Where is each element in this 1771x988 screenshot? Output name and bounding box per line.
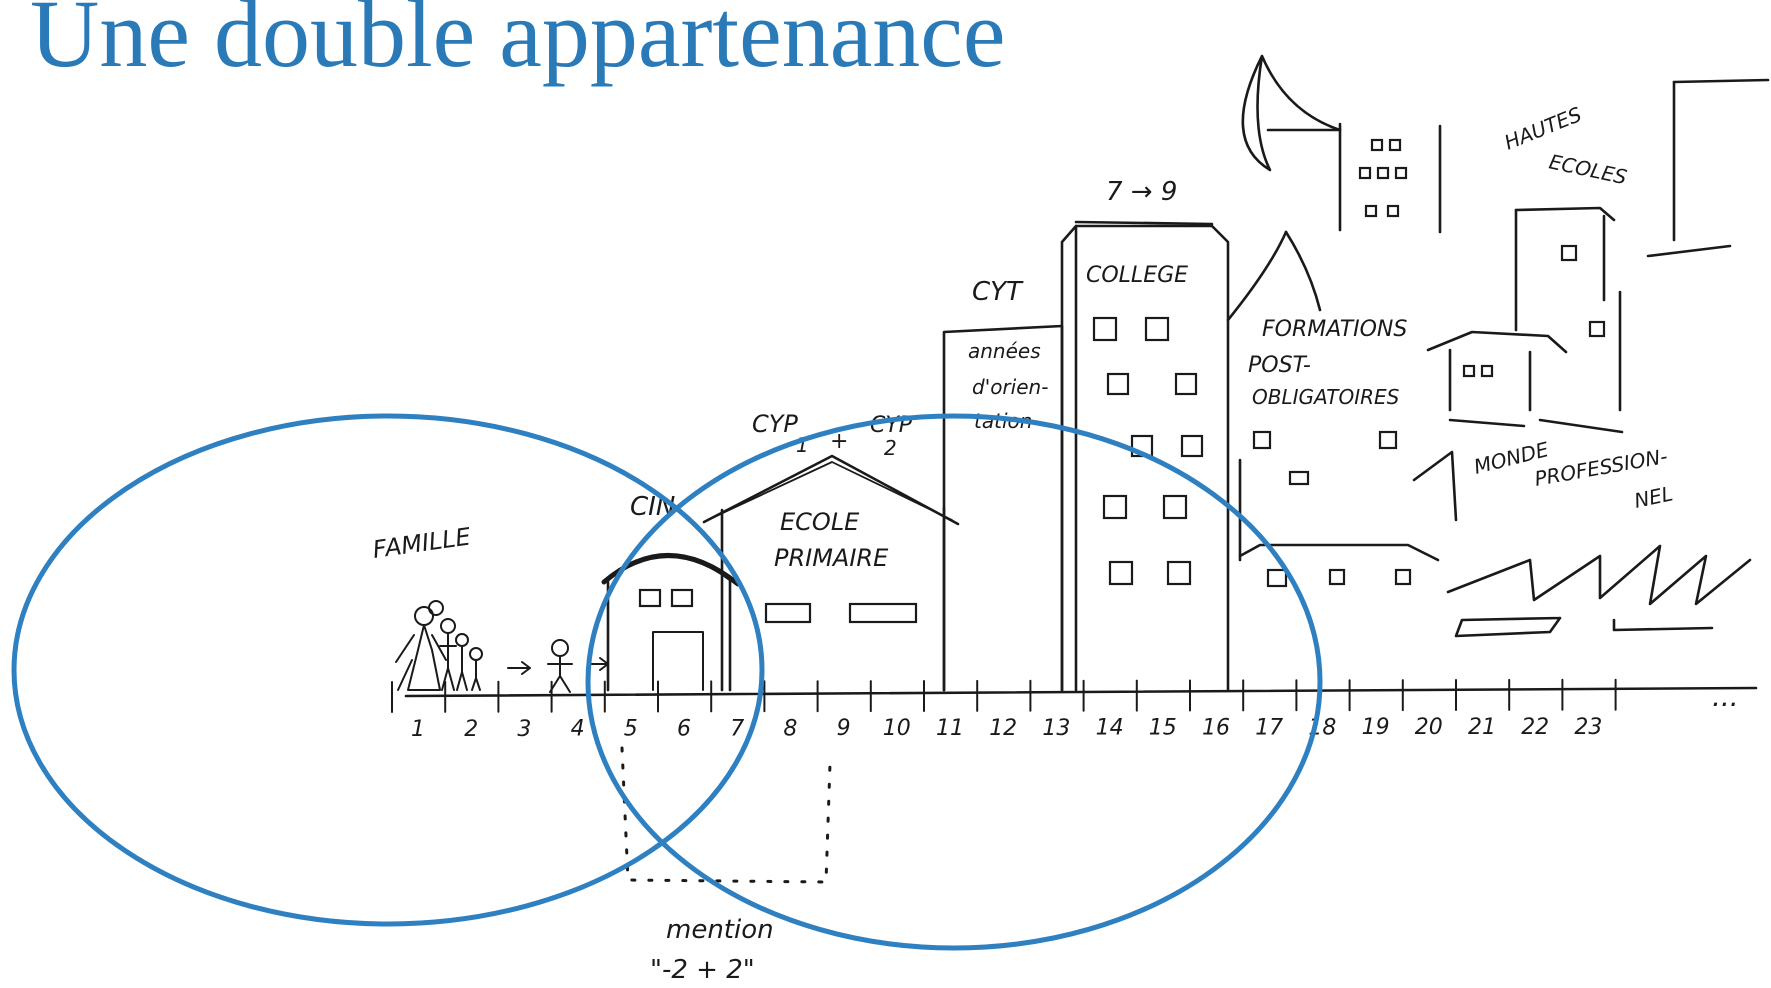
- timeline-tick-label: 20: [1415, 715, 1443, 740]
- timeline-tick-label: 7: [730, 716, 744, 741]
- timeline-tick-label: 6: [677, 717, 691, 742]
- kindergarten-building: [604, 555, 738, 690]
- label-ecoles: ECOLES: [1547, 149, 1629, 189]
- label-mention-value: "-2 + 2": [650, 955, 755, 985]
- timeline-ellipsis: ...: [1712, 680, 1739, 713]
- label-cyp: CYP: [752, 410, 798, 438]
- label-nel: NEL: [1632, 481, 1675, 513]
- timeline-tick-label: 13: [1042, 716, 1070, 741]
- timeline-tick-label: 17: [1255, 715, 1283, 740]
- factories-buildings: [1414, 420, 1750, 636]
- label-hautes: HAUTES: [1501, 102, 1585, 155]
- timeline-tick-label: 5: [624, 717, 638, 742]
- label-obligatoires: OBLIGATOIRES: [1252, 385, 1400, 409]
- timeline-tick-label: 11: [936, 716, 964, 741]
- label-famille: FAMILLE: [371, 522, 473, 564]
- timeline-tick-label: 10: [883, 716, 911, 741]
- timeline-tick-label: 19: [1362, 715, 1390, 740]
- primary-school-building: [704, 456, 958, 690]
- timeline-tick-label: 2: [464, 717, 478, 742]
- label-cyt: CYT: [972, 277, 1024, 307]
- family-figures-icon: [396, 601, 482, 690]
- timeline-tick-label: 16: [1202, 716, 1230, 741]
- timeline-tick-label: 12: [989, 716, 1017, 741]
- timeline-tick-label: 22: [1521, 715, 1549, 740]
- timeline-tick-label: 1: [411, 717, 425, 742]
- universities-buildings: [1428, 80, 1768, 410]
- label-annees: années: [968, 339, 1041, 363]
- timeline-tick-label: 9: [837, 716, 851, 741]
- timeline-tick-label: 3: [517, 717, 531, 742]
- label-mention: mention: [666, 915, 774, 945]
- label-profession: PROFESSION-: [1533, 444, 1669, 491]
- timeline-tick-label: 23: [1574, 715, 1602, 740]
- timeline-tick-label: 4: [571, 717, 585, 742]
- label-orientation-1: d'orien-: [972, 375, 1048, 399]
- label-college: COLLEGE: [1086, 263, 1188, 288]
- label-primaire: PRIMAIRE: [774, 544, 889, 572]
- timeline-tick-label: 21: [1468, 715, 1496, 740]
- tower-building: [1243, 56, 1440, 232]
- label-formations: FORMATIONS: [1262, 317, 1407, 342]
- timeline-tick-label: 14: [1096, 716, 1124, 741]
- school-ellipse: [588, 416, 1320, 948]
- timeline-tick-label: 8: [783, 716, 797, 741]
- label-ecole: ECOLE: [780, 508, 860, 536]
- label-post: POST-: [1248, 353, 1311, 378]
- label-cyp-2: 2: [884, 436, 897, 460]
- mention-bracket: [622, 748, 830, 882]
- label-college-range: 7 → 9: [1106, 177, 1177, 207]
- timeline-tick-label: 15: [1149, 716, 1177, 741]
